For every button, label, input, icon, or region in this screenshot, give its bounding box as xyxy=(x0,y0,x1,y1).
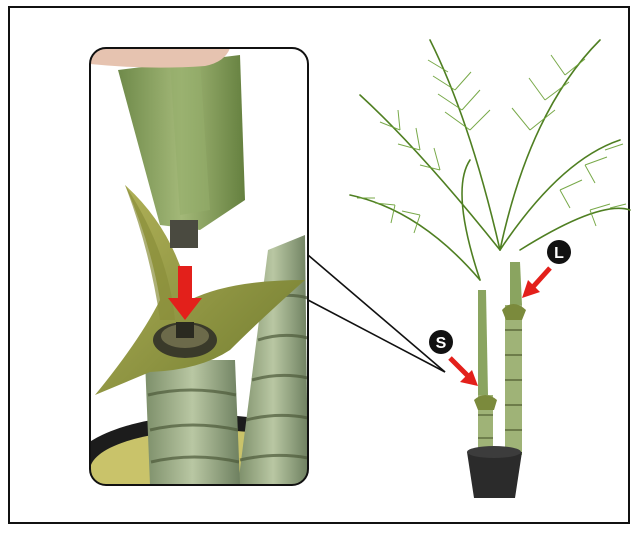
marker-large-letter: L xyxy=(554,245,564,262)
marker-small: S xyxy=(429,330,453,354)
small-joint-arrow xyxy=(450,358,478,386)
large-joint-arrow xyxy=(522,268,550,298)
marker-large: L xyxy=(547,240,571,264)
marker-small-letter: S xyxy=(436,335,447,352)
palm-plant xyxy=(350,40,630,498)
callout-lines xyxy=(308,255,445,372)
